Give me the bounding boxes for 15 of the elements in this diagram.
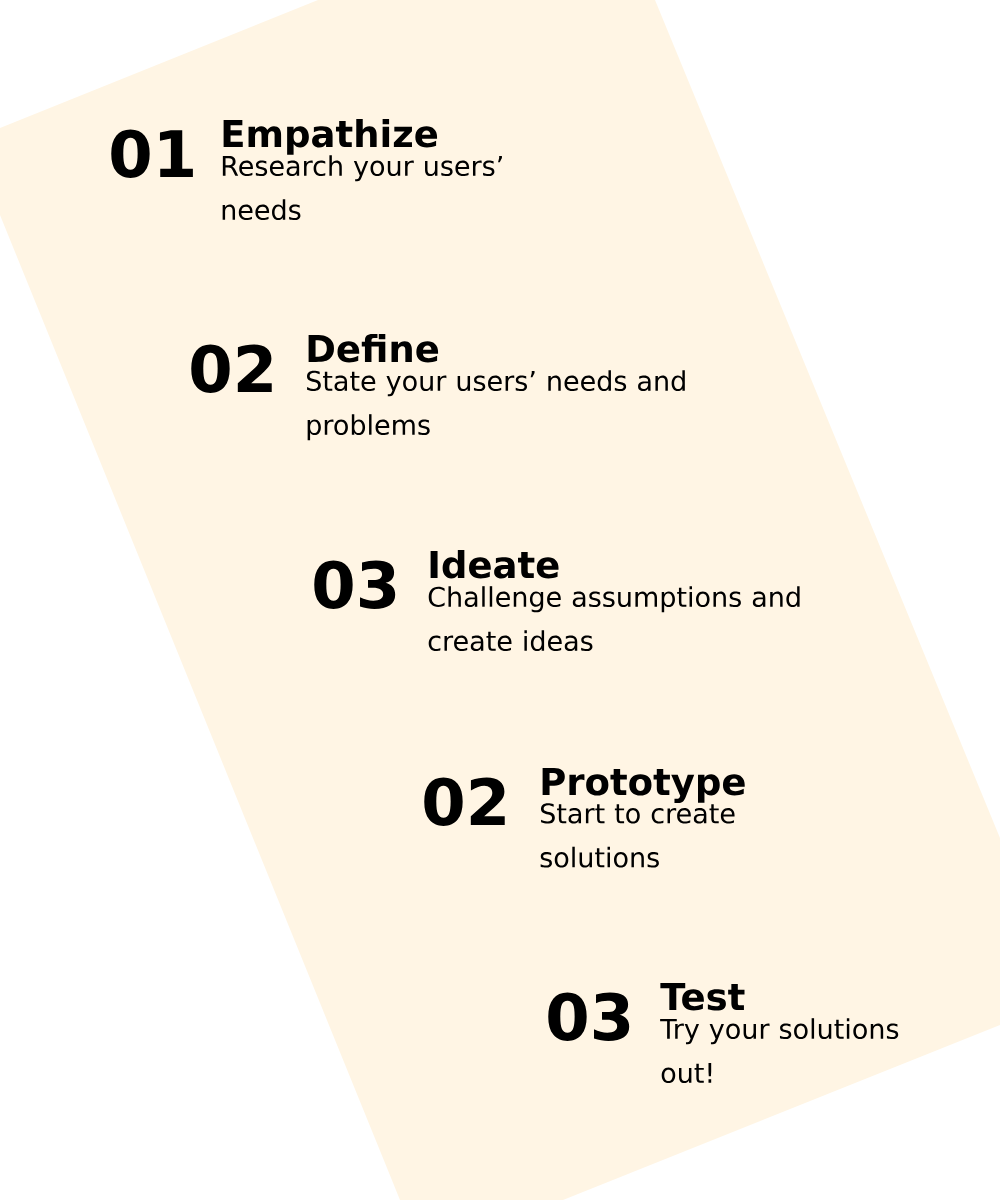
- step-title: Test: [660, 983, 745, 1011]
- step-description: State your users’ needs and problems: [307, 370, 685, 441]
- step-description: Research your users’ needs: [222, 155, 502, 221]
- step-description: Try your solutions out!: [660, 1018, 899, 1084]
- step-title: Define: [308, 333, 439, 363]
- step-title: Empathize: [223, 118, 438, 155]
- step-title: Prototype: [542, 768, 745, 803]
- step-number: 02: [191, 344, 272, 393]
- step-number: 02: [424, 777, 505, 826]
- step-description: Challenge assumptions and create ideas: [428, 586, 800, 652]
- step-title: Ideate: [430, 549, 559, 579]
- step-number: 03: [314, 560, 396, 609]
- step-number: 03: [548, 992, 630, 1041]
- step-number: 01: [111, 129, 193, 178]
- step-description: Start to create solutions: [540, 803, 735, 868]
